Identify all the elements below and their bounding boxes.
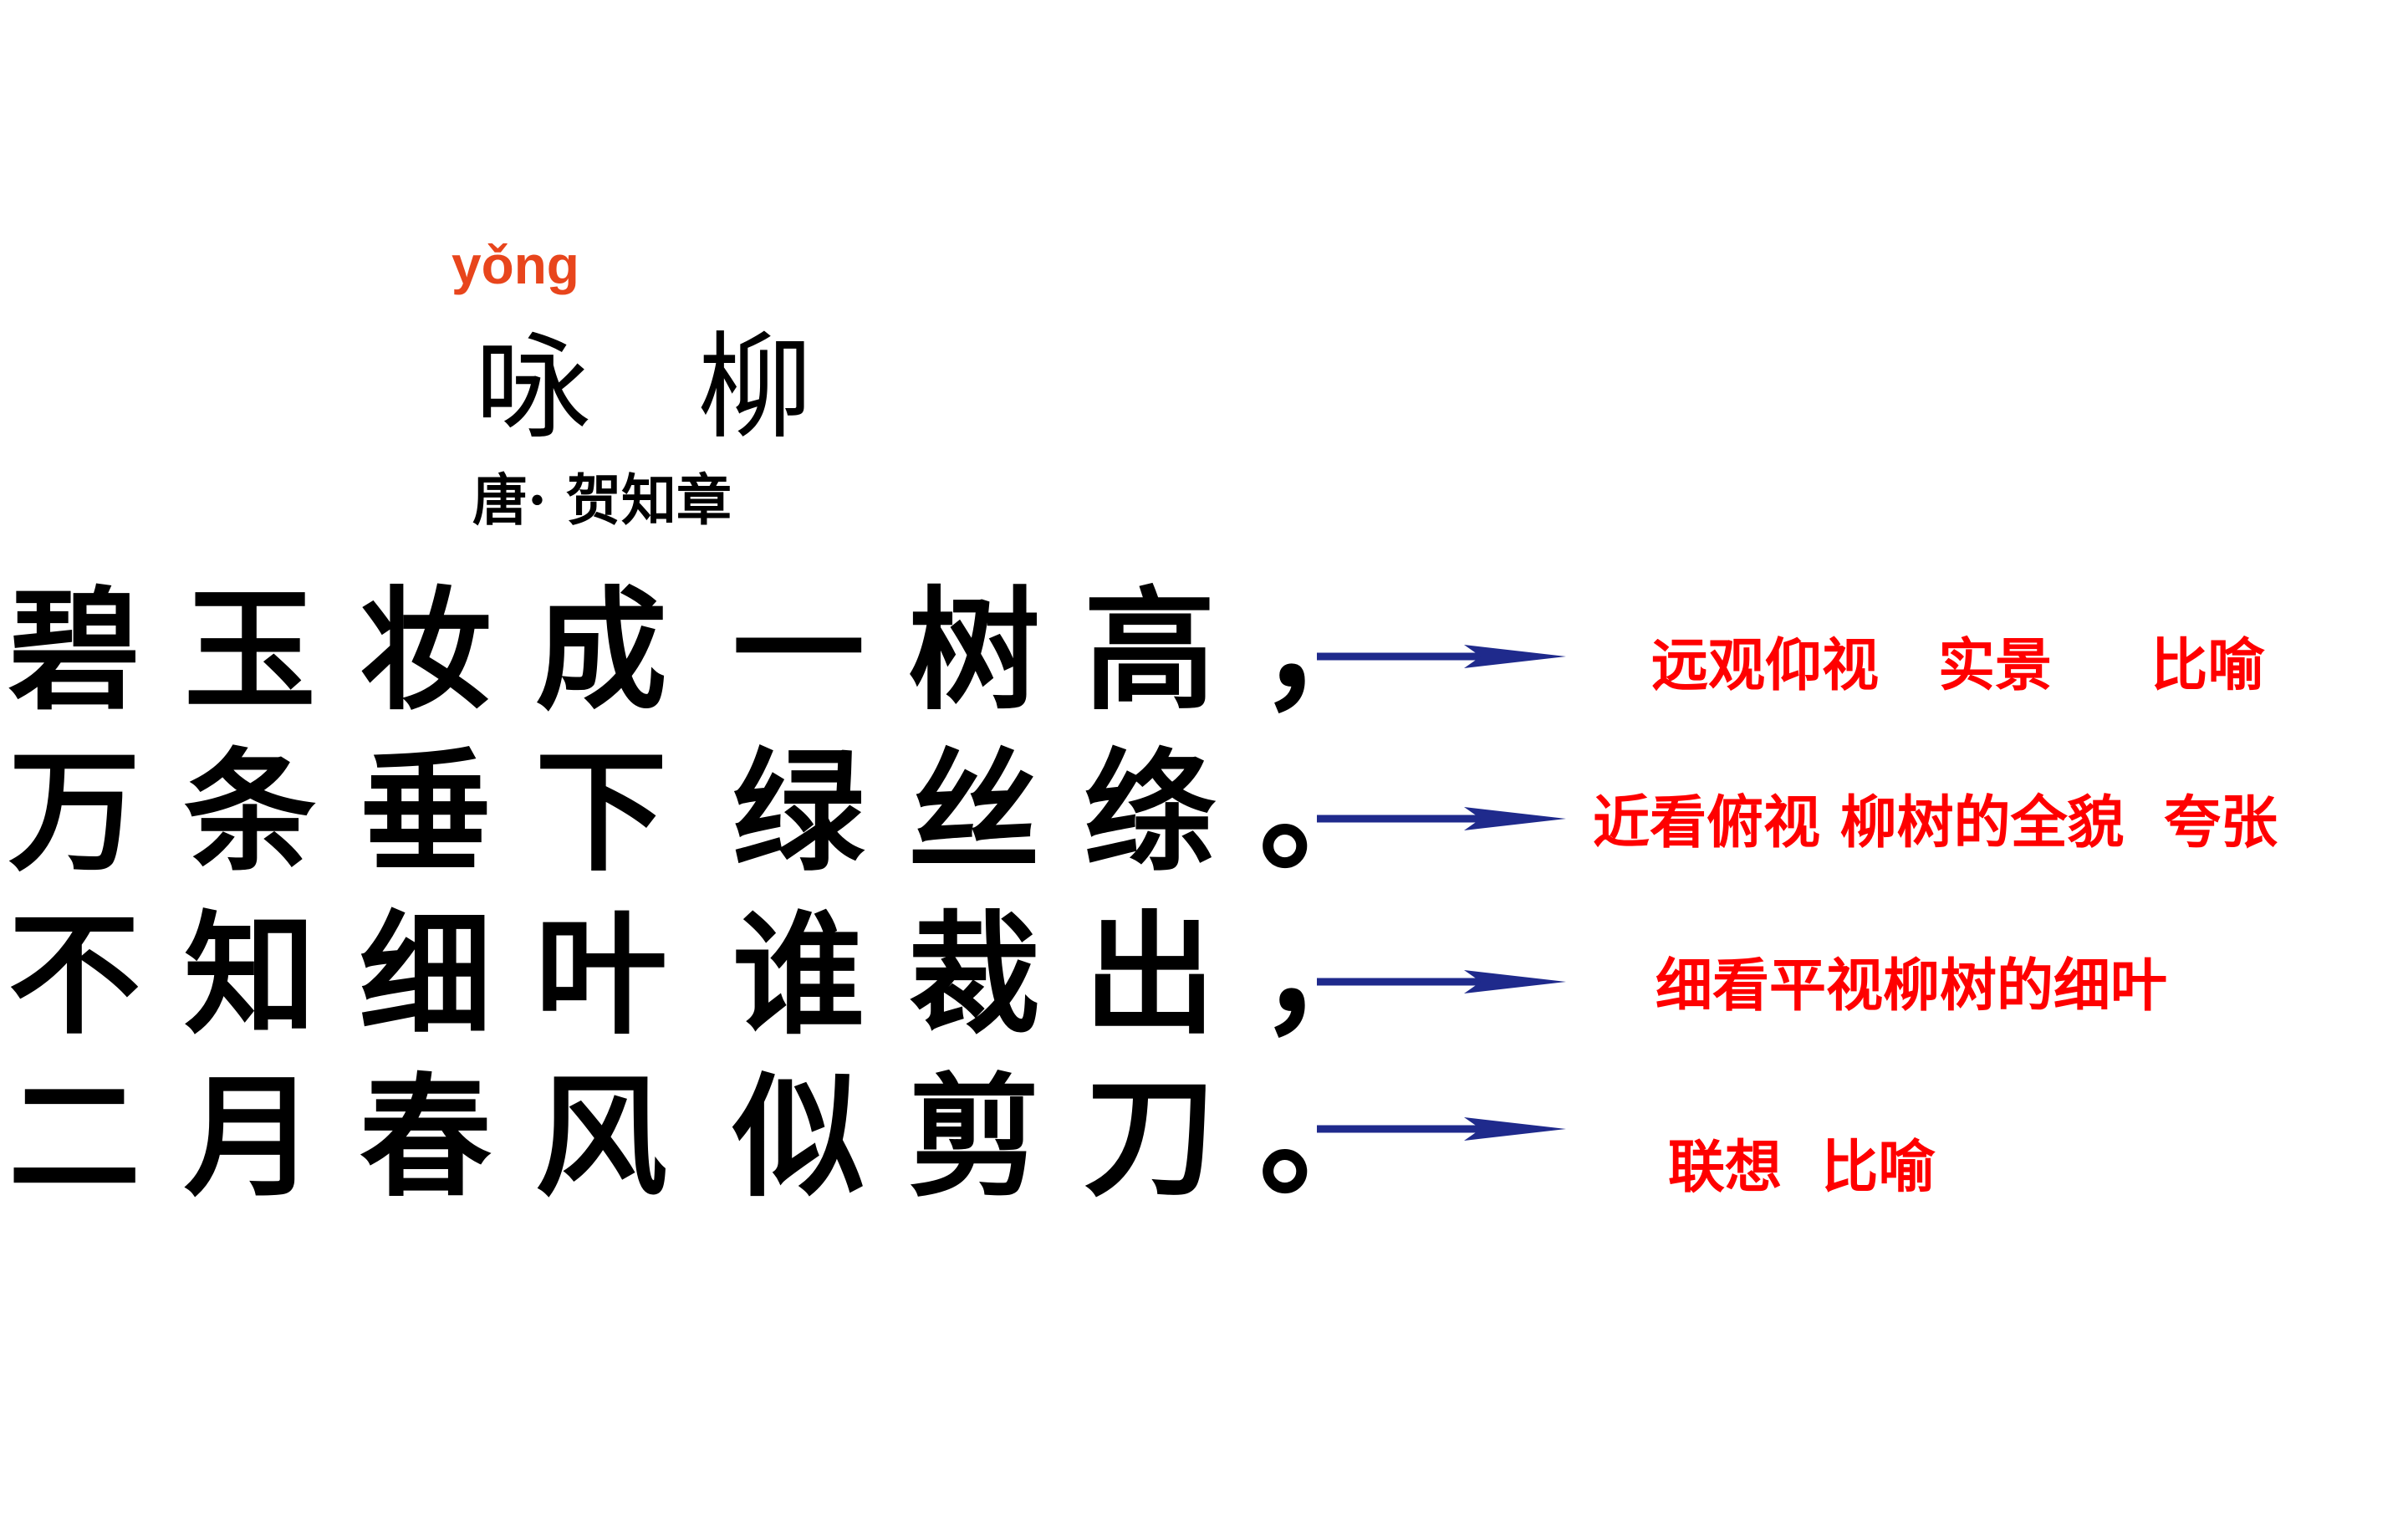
arrow-right-icon xyxy=(1317,807,1566,830)
poem-line-1-first: 碧玉妆成 xyxy=(8,574,711,728)
poem-line-3-second: 谁裁出， xyxy=(732,898,1435,1053)
arrow-right-icon xyxy=(1317,1117,1566,1141)
poem-line-1-second: 一树高， xyxy=(732,574,1435,728)
annotation-line-1: 远观仰视 实景 比喻 xyxy=(1651,632,2265,699)
poem-line-3: 不知细叶谁裁出， xyxy=(8,910,1435,1042)
poem-line-2-first: 万条垂下 xyxy=(8,735,711,890)
poem-line-2-second: 绿丝绦。 xyxy=(732,735,1435,890)
poem-author: 唐· 贺知章 xyxy=(472,467,732,533)
annotation-line-2: 近看俯视 柳树的全貌 夸张 xyxy=(1593,789,2278,856)
poem-line-4-second: 似剪刀。 xyxy=(732,1060,1435,1215)
annotation-line-3: 细看平视柳树的细叶 xyxy=(1656,953,2168,1019)
poem-line-1: 碧玉妆成一树高， xyxy=(8,585,1435,718)
annotation-line-4: 联想 比喻 xyxy=(1668,1134,1936,1201)
poem-line-4: 二月春风似剪刀。 xyxy=(8,1072,1435,1204)
poem-line-4-first: 二月春风 xyxy=(8,1060,711,1215)
arrow-right-icon xyxy=(1317,970,1566,993)
poem-line-2: 万条垂下绿丝绦。 xyxy=(8,747,1435,879)
arrow-right-icon xyxy=(1317,645,1566,668)
poem-line-3-first: 不知细叶 xyxy=(8,898,711,1053)
poem-title: 咏 柳 xyxy=(475,320,848,455)
title-pinyin: yǒng xyxy=(452,235,579,295)
